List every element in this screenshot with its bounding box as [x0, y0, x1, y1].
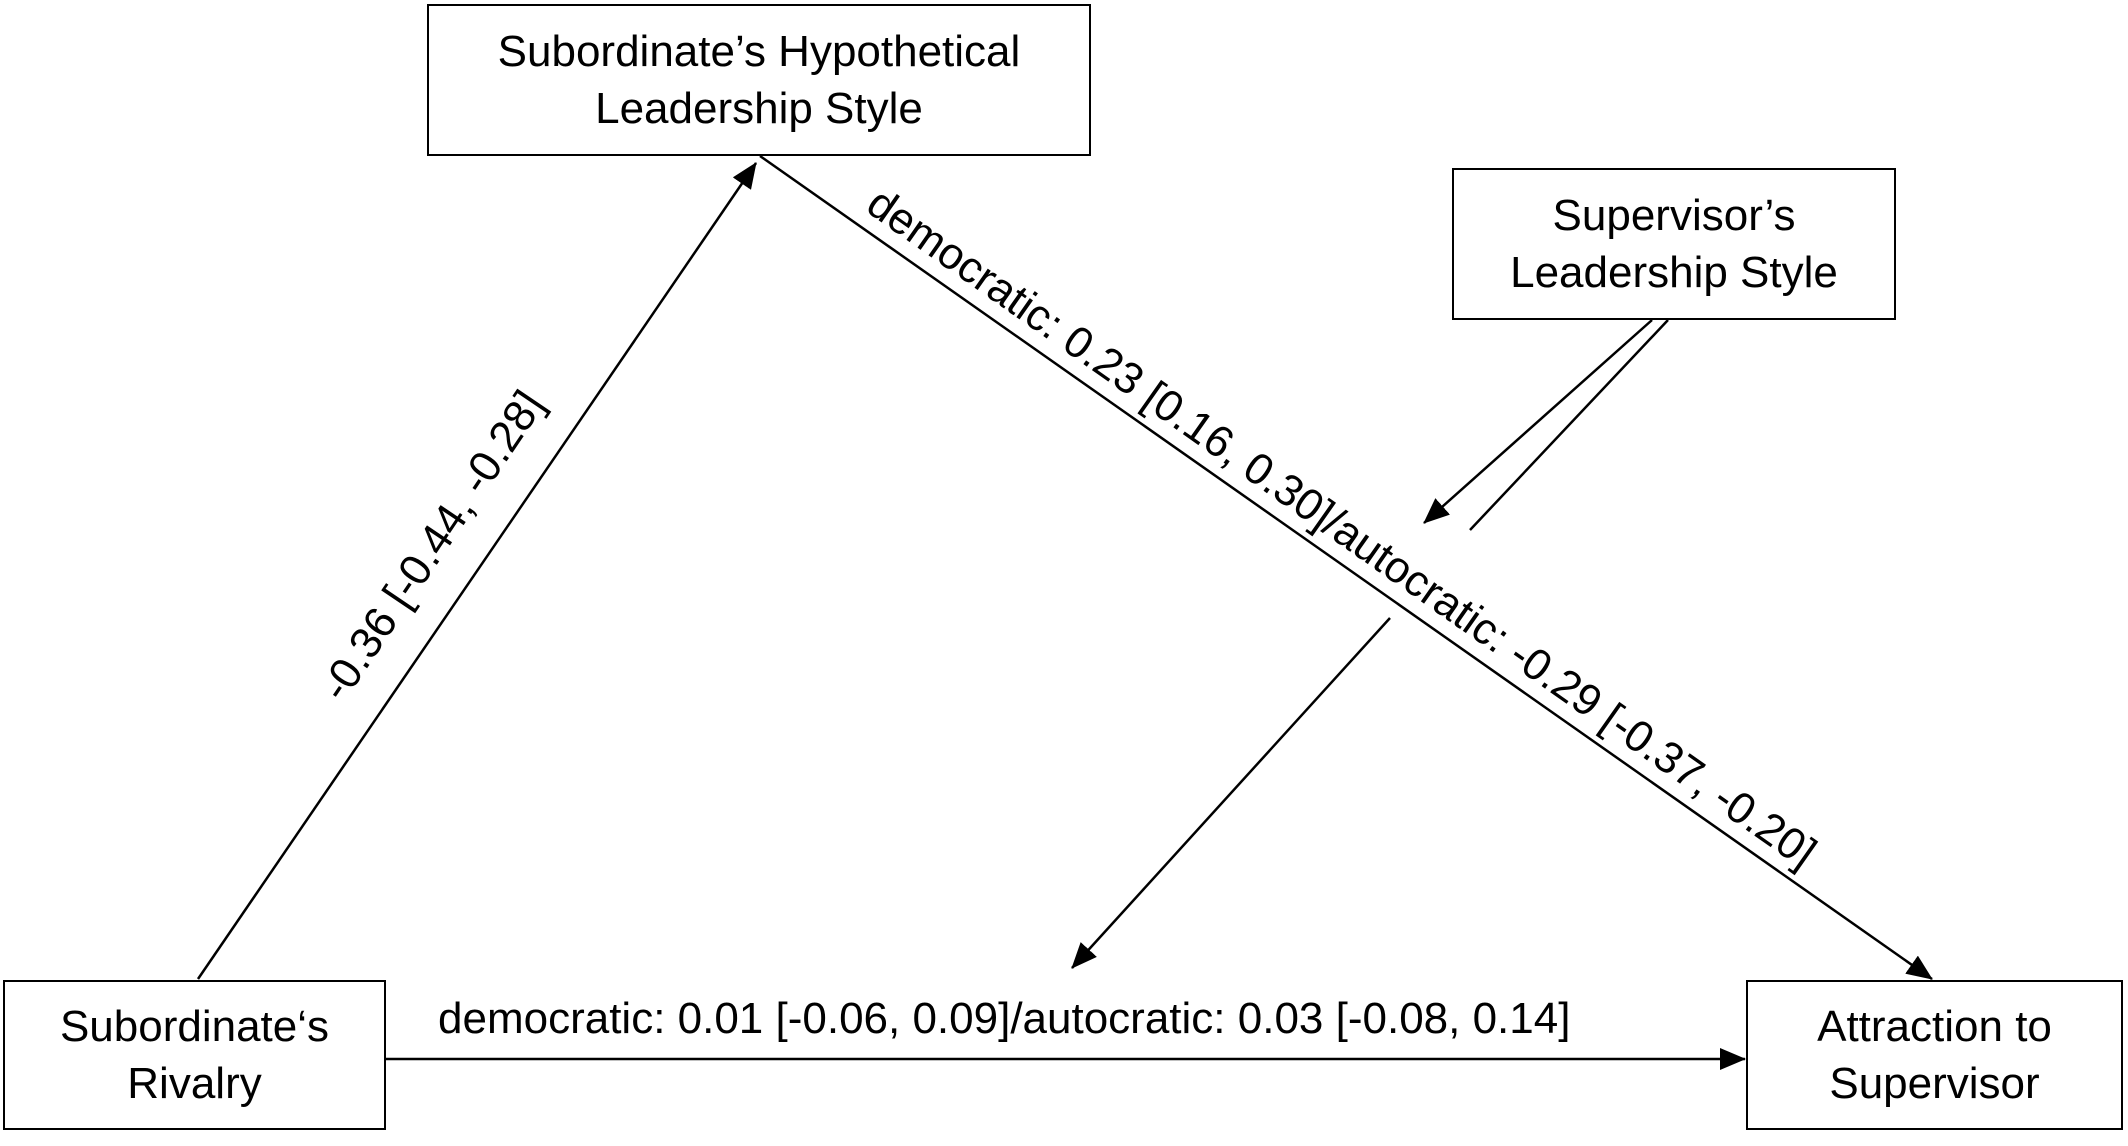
node-supervisor-leadership-style: Supervisor’s Leadership Style [1452, 168, 1896, 320]
node-attraction-to-supervisor: Attraction to Supervisor [1746, 980, 2123, 1130]
label-rivalry-to-hypothetical: -0.36 [-0.44, -0.28] [311, 382, 554, 710]
node-hypothetical-leadership-style-line2: Leadership Style [595, 84, 923, 133]
arrow-supervisor-moderates-a-path [1423, 319, 1653, 524]
node-subordinate-rivalry-line2: Rivalry [127, 1059, 262, 1108]
node-hypothetical-leadership-style: Subordinate’s Hypothetical Leadership St… [427, 4, 1091, 156]
arrow-supervisor-moderates-direct-path [1071, 617, 1391, 969]
node-supervisor-leadership-style-line1: Supervisor’s [1552, 191, 1796, 240]
label-rivalry-to-attraction: democratic: 0.01 [-0.06, 0.09]/autocrati… [438, 994, 1570, 1043]
node-hypothetical-leadership-style-line1: Subordinate’s Hypothetical [497, 27, 1021, 76]
node-subordinate-rivalry: Subordinate‘s Rivalry [3, 980, 386, 1130]
node-subordinate-rivalry-line1: Subordinate‘s [59, 1002, 330, 1051]
arrow-rivalry-to-hypothetical-style [196, 162, 758, 980]
node-attraction-to-supervisor-line1: Attraction to [1817, 1002, 2052, 1051]
arrow-hypothetical-style-to-attraction [759, 154, 1933, 981]
node-attraction-to-supervisor-line2: Supervisor [1829, 1059, 2040, 1108]
moderation-line-supervisor-upper [1469, 319, 1669, 531]
node-supervisor-leadership-style-line2: Leadership Style [1510, 248, 1838, 297]
